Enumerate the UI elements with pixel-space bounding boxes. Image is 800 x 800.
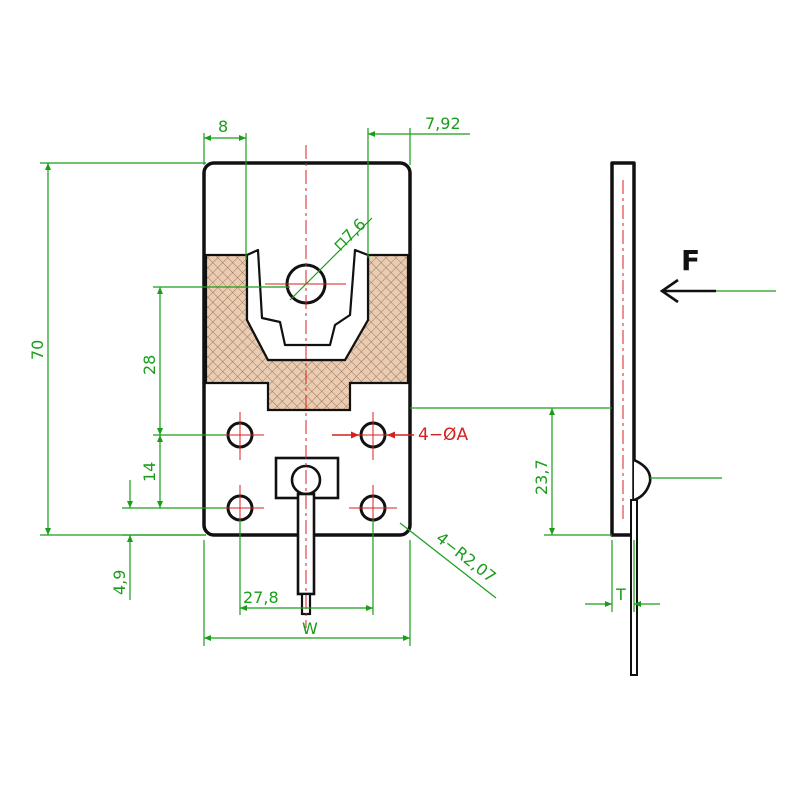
dim-14-label: 14 — [140, 462, 159, 482]
dim-r207-label: 4−R2,07 — [433, 528, 500, 586]
side-dimensions: 23,7 T — [410, 407, 722, 612]
force-indicator: F — [659, 244, 776, 304]
dim-278-label: 27,8 — [243, 588, 279, 607]
dim-w-label: W — [302, 619, 318, 638]
side-bump — [633, 458, 652, 502]
front-view — [202, 145, 412, 628]
force-label: F — [681, 244, 700, 277]
dim-76-label: ⊓7,6 — [329, 215, 369, 255]
dim-49-label: 4,9 — [110, 570, 129, 595]
dim-28-label: 28 — [140, 355, 159, 375]
dim-70-label: 70 — [28, 340, 47, 360]
dim-792-label: 7,92 — [425, 114, 461, 133]
callout-4a-label: 4−ØA — [418, 425, 468, 445]
slot-cutout — [245, 248, 370, 362]
side-plate — [610, 161, 636, 537]
dim-8-label: 8 — [218, 117, 228, 136]
hole-callout: 4−ØA — [332, 425, 468, 445]
dim-237-label: 23,7 — [532, 459, 551, 495]
dim-t-label: T — [615, 585, 626, 604]
